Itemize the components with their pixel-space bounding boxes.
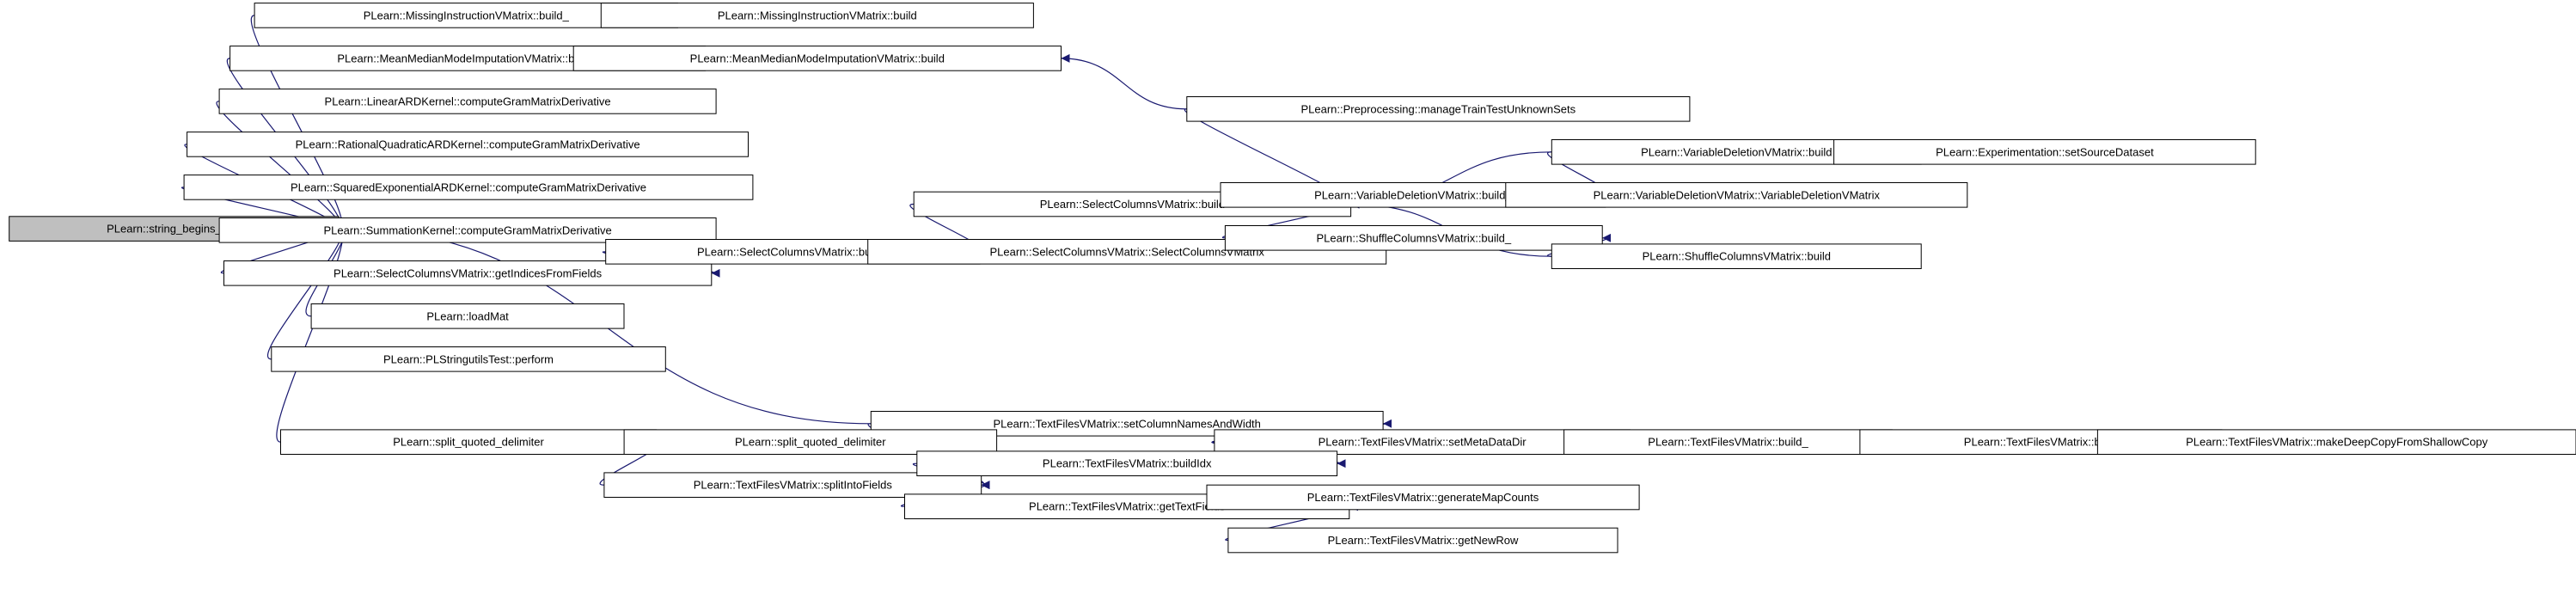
node-label: PLearn::split_quoted_delimiter [735,436,886,449]
node-rational-quadratic-ard-kernel[interactable]: PLearn::RationalQuadraticARDKernel::comp… [187,132,750,157]
node-label: PLearn::Experimentation::setSourceDatase… [1936,145,2154,158]
node-variable-deletion-constructor[interactable]: PLearn::VariableDeletionVMatrix::Variabl… [1505,182,1968,208]
node-label: PLearn::ShuffleColumnsVMatrix::build_ [1316,231,1511,244]
node-box [183,175,754,200]
node-label: PLearn::loadMat [426,309,509,322]
node-label: PLearn::TextFilesVMatrix::setMetaDataDir [1319,436,1527,449]
node-experimentation-set-source-dataset[interactable]: PLearn::Experimentation::setSourceDatase… [1833,139,2256,165]
node-linear-ard-kernel[interactable]: PLearn::LinearARDKernel::computeGramMatr… [218,89,717,114]
node-label: PLearn::SummationKernel::computeGramMatr… [323,224,611,236]
node-label: PLearn::TextFilesVMatrix::build_ [1648,436,1808,449]
node-text-files-get-text-fields[interactable]: PLearn::TextFilesVMatrix::getTextFields [904,493,1350,520]
node-box [1505,182,1968,208]
node-preprocessing-manage-train-test-unknown-sets[interactable]: PLearn::Preprocessing::manageTrainTestUn… [1186,96,1691,122]
node-text-files-split-into-fields[interactable]: PLearn::TextFilesVMatrix::splitIntoField… [603,472,982,499]
node-label: PLearn::PLStringutilsTest::perform [383,352,554,365]
node-label: PLearn::MeanMedianModeImputationVMatrix:… [337,52,598,64]
node-box [603,472,982,499]
node-box [1563,429,1893,455]
node-split-quoted-delimiter-overload[interactable]: PLearn::split_quoted_delimiter [623,429,998,455]
node-label: PLearn::SelectColumnsVMatrix::getIndices… [333,266,603,279]
node-box [572,46,1062,71]
node-text-files-build-idx[interactable]: PLearn::TextFilesVMatrix::buildIdx [916,450,1338,477]
node-box [271,346,666,372]
node-box [600,3,1034,28]
node-label: PLearn::MissingInstructionVMatrix::build [718,9,917,21]
node-text-files-make-deep-copy[interactable]: PLearn::TextFilesVMatrix::makeDeepCopyFr… [2096,429,2576,455]
node-label: PLearn::Preprocessing::manageTrainTestUn… [1300,102,1576,115]
node-label: PLearn::TextFilesVMatrix::build [1964,436,2118,449]
nodes-layer: PLearn::string_begins_with PLearn::Missi… [9,3,2576,554]
node-select-columns-get-indices-from-fields[interactable]: PLearn::SelectColumnsVMatrix::getIndices… [223,260,713,286]
node-box [187,132,750,157]
node-box [1227,527,1618,554]
node-pl-stringutils-test-perform[interactable]: PLearn::PLStringutilsTest::perform [271,346,666,372]
node-text-files-set-meta-data-dir[interactable]: PLearn::TextFilesVMatrix::setMetaDataDir [1214,429,1631,455]
node-shuffle-columns-build-underscore[interactable]: PLearn::ShuffleColumnsVMatrix::build_ [1224,225,1603,251]
node-box [1833,139,2256,165]
node-box [218,217,717,243]
node-box [1214,429,1631,455]
edge-n21-to-n0 [267,224,348,360]
node-label: PLearn::split_quoted_delimiter [393,436,544,449]
node-label: PLearn::string_begins_with [107,223,242,236]
node-label: PLearn::TextFilesVMatrix::setColumnNames… [994,417,1261,430]
node-label: PLearn::SelectColumnsVMatrix::SelectColu… [990,245,1265,258]
node-squared-exponential-ard-kernel[interactable]: PLearn::SquaredExponentialARDKernel::com… [183,175,754,200]
edge-n6-to-n0 [216,101,348,233]
node-text-files-get-new-row[interactable]: PLearn::TextFilesVMatrix::getNewRow [1227,527,1618,554]
node-label: PLearn::SelectColumnsVMatrix::build_ [697,245,889,258]
node-missing-instruction-vmatrix-build[interactable]: PLearn::MissingInstructionVMatrix::build [600,3,1034,28]
node-label: PLearn::TextFilesVMatrix::buildIdx [1043,457,1212,470]
node-select-columns-constructor[interactable]: PLearn::SelectColumnsVMatrix::SelectColu… [867,239,1387,265]
node-shuffle-columns-build[interactable]: PLearn::ShuffleColumnsVMatrix::build [1551,243,1922,269]
node-label: PLearn::TextFilesVMatrix::getNewRow [1328,534,1519,547]
node-split-quoted-delimiter[interactable]: PLearn::split_quoted_delimiter [280,429,658,455]
node-label: PLearn::MeanMedianModeImputationVMatrix:… [690,52,945,64]
node-summation-kernel[interactable]: PLearn::SummationKernel::computeGramMatr… [218,217,717,243]
node-label: PLearn::VariableDeletionVMatrix::build [1641,145,1832,158]
node-box [1186,96,1691,122]
node-label: PLearn::VariableDeletionVMatrix::Variabl… [1594,188,1881,201]
node-box [1224,225,1603,251]
node-text-files-generate-map-counts[interactable]: PLearn::TextFilesVMatrix::generateMapCou… [1206,484,1640,511]
node-box [1206,484,1640,511]
node-label: PLearn::SelectColumnsVMatrix::build [1040,198,1225,211]
node-box [280,429,658,455]
node-box [310,303,625,329]
node-box [916,450,1338,477]
node-label: PLearn::TextFilesVMatrix::getTextFields [1029,500,1226,513]
edge-n5-to-n4 [1061,53,1187,110]
node-load-mat[interactable]: PLearn::loadMat [310,303,625,329]
node-box [2096,429,2576,455]
node-label: PLearn::VariableDeletionVMatrix::build_ [1314,188,1512,201]
node-label: PLearn::MissingInstructionVMatrix::build… [364,9,570,21]
node-label: PLearn::RationalQuadraticARDKernel::comp… [296,138,640,150]
node-label: PLearn::LinearARDKernel::computeGramMatr… [325,95,611,107]
node-label: PLearn::TextFilesVMatrix::generateMapCou… [1307,491,1539,504]
node-label: PLearn::TextFilesVMatrix::splitIntoField… [694,479,893,492]
node-label: PLearn::TextFilesVMatrix::makeDeepCopyFr… [2186,436,2488,449]
node-text-files-build-underscore[interactable]: PLearn::TextFilesVMatrix::build_ [1563,429,1893,455]
node-box [1551,243,1922,269]
node-box [218,89,717,114]
node-label: PLearn::ShuffleColumnsVMatrix::build [1643,250,1831,263]
node-label: PLearn::SquaredExponentialARDKernel::com… [291,181,646,193]
node-box [223,260,713,286]
node-mean-median-mode-imputation-vmatrix-build[interactable]: PLearn::MeanMedianModeImputationVMatrix:… [572,46,1062,71]
node-box [623,429,998,455]
